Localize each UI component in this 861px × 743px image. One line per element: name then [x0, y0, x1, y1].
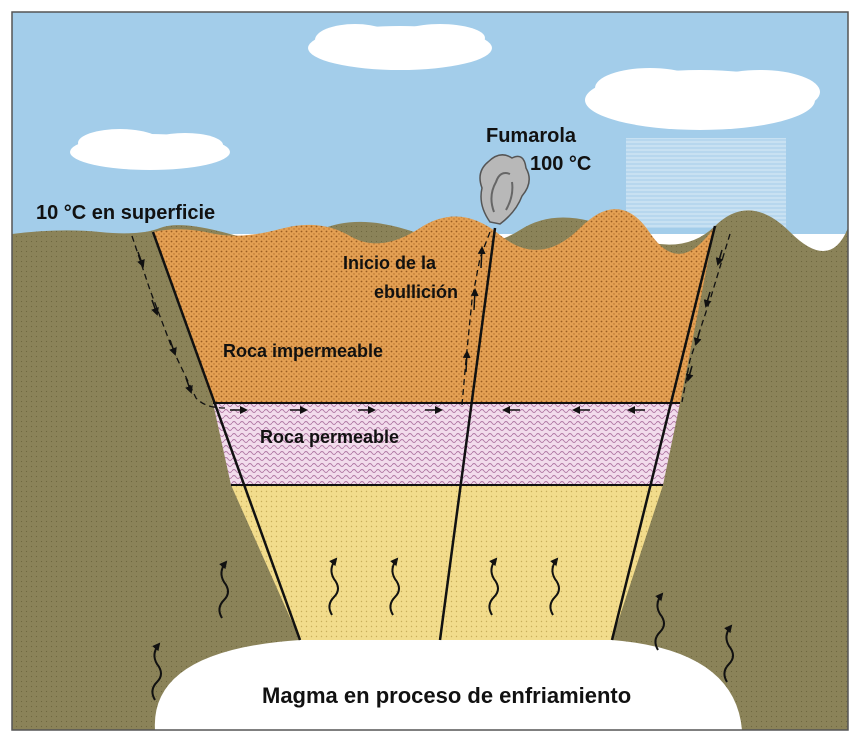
- boiling-start-label-line2: ebullición: [374, 282, 458, 302]
- magma-label: Magma en proceso de enfriamiento: [262, 683, 631, 708]
- wavy-heat-arrow-icon: [151, 557, 734, 701]
- left-fault: [151, 231, 302, 641]
- diagram-frame: [11, 11, 849, 731]
- rising-path: [461, 231, 491, 406]
- cloud-2: [70, 129, 230, 170]
- surface-temperature-label: 10 °C en superficie: [36, 202, 215, 224]
- permeable-rock-label: Roca permeable: [260, 427, 399, 447]
- boiling-start-label-line1: Inicio de la: [343, 253, 437, 273]
- cloud-1: [308, 24, 492, 70]
- right-fault: [610, 225, 717, 641]
- permeable-rock-layer: [213, 403, 680, 485]
- impermeable-rock-label: Roca impermeable: [223, 341, 383, 361]
- infiltration-left: [131, 235, 226, 409]
- steam-plume-icon: [479, 154, 530, 225]
- magma-body: [154, 640, 742, 730]
- cloud-3: [585, 68, 820, 130]
- central-fault: [438, 227, 497, 641]
- flow-arrow-icon: [137, 246, 724, 414]
- fumarole-temperature-label: 100 °C: [530, 153, 591, 175]
- reservoir-layer: [231, 485, 663, 640]
- fumarole-label: Fumarola: [486, 125, 577, 147]
- impermeable-rock-layer: [153, 209, 715, 403]
